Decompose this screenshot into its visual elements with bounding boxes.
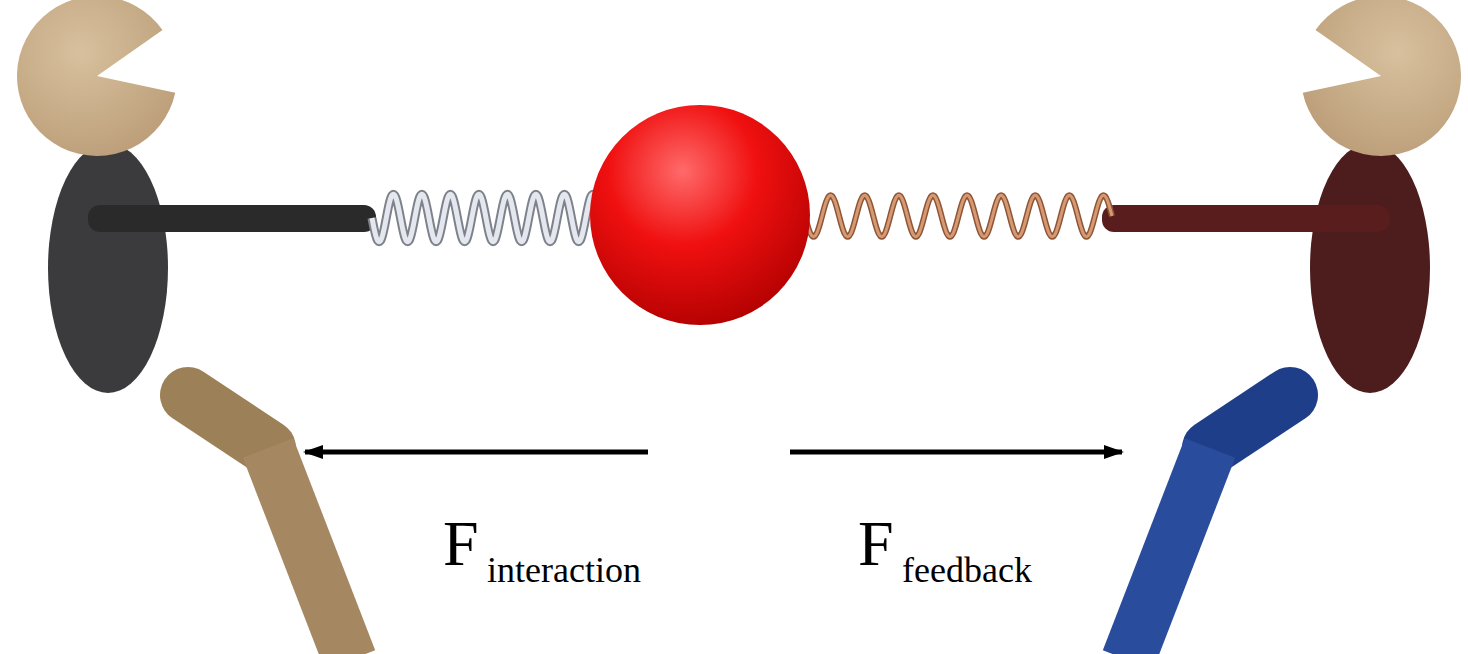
red-ball bbox=[590, 105, 810, 325]
shin bbox=[1128, 448, 1210, 654]
feedback-arrow bbox=[790, 450, 1122, 455]
torso bbox=[48, 143, 168, 393]
label-holder: F bbox=[858, 512, 894, 576]
spring-shadow bbox=[372, 194, 600, 241]
interaction-arrow bbox=[305, 450, 648, 455]
left-figure bbox=[17, 0, 376, 654]
spring-shadow bbox=[805, 195, 1112, 237]
copper-spring bbox=[805, 195, 1112, 237]
pacman-head bbox=[1303, 0, 1461, 156]
force-symbol: F bbox=[443, 512, 479, 576]
shin bbox=[268, 448, 350, 654]
force-symbol: F bbox=[858, 512, 894, 576]
thigh bbox=[188, 395, 268, 448]
rod bbox=[88, 205, 376, 232]
force-subscript: interaction bbox=[487, 552, 641, 588]
pacman-head bbox=[17, 0, 175, 156]
force-subscript: feedback bbox=[902, 552, 1032, 588]
silver-spring bbox=[372, 194, 600, 241]
label-holder: F bbox=[443, 512, 479, 576]
rod bbox=[1102, 205, 1390, 232]
right-figure bbox=[1102, 0, 1461, 654]
label-holder: interaction bbox=[487, 552, 641, 588]
label-holder: feedback bbox=[902, 552, 1032, 588]
torso bbox=[1310, 143, 1430, 393]
thigh bbox=[1210, 395, 1290, 448]
